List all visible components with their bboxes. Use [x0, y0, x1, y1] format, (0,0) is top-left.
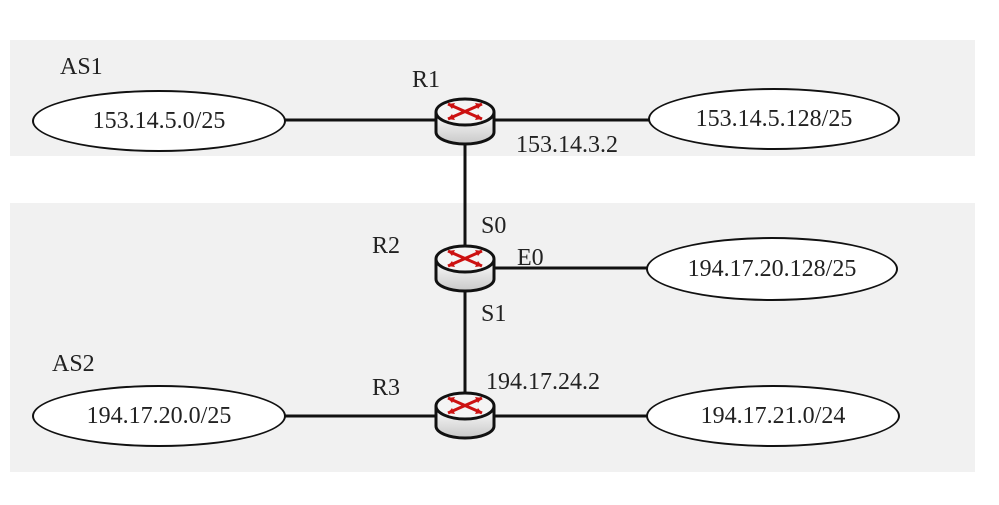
network-label: 194.17.21.0/24 [700, 402, 846, 429]
network-194-17-20-128: 194.17.20.128/25 [646, 237, 898, 301]
router-r3-icon [434, 391, 496, 440]
router-r2-label: R2 [372, 233, 401, 259]
r2-e0-label: E0 [517, 245, 544, 271]
r2-s0-label: S0 [481, 213, 507, 239]
network-153-14-5-128: 153.14.5.128/25 [648, 88, 900, 150]
as2-label: AS2 [52, 351, 95, 377]
router-r2-icon [434, 244, 496, 293]
as1-label: AS1 [60, 54, 103, 80]
network-194-17-21-0: 194.17.21.0/24 [646, 385, 900, 447]
network-label: 153.14.5.0/25 [92, 107, 226, 134]
router-r1-label: R1 [412, 67, 441, 93]
r2-s1-label: S1 [481, 301, 507, 327]
network-label: 153.14.5.128/25 [695, 105, 853, 132]
r1-address-label: 153.14.3.2 [516, 132, 618, 158]
network-label: 194.17.20.128/25 [687, 255, 857, 282]
router-r3-label: R3 [372, 375, 401, 401]
r3-address-label: 194.17.24.2 [486, 369, 600, 395]
network-194-17-20-0: 194.17.20.0/25 [32, 385, 286, 447]
router-r1-icon [434, 97, 496, 146]
network-label: 194.17.20.0/25 [86, 402, 232, 429]
network-153-14-5-0: 153.14.5.0/25 [32, 90, 286, 152]
